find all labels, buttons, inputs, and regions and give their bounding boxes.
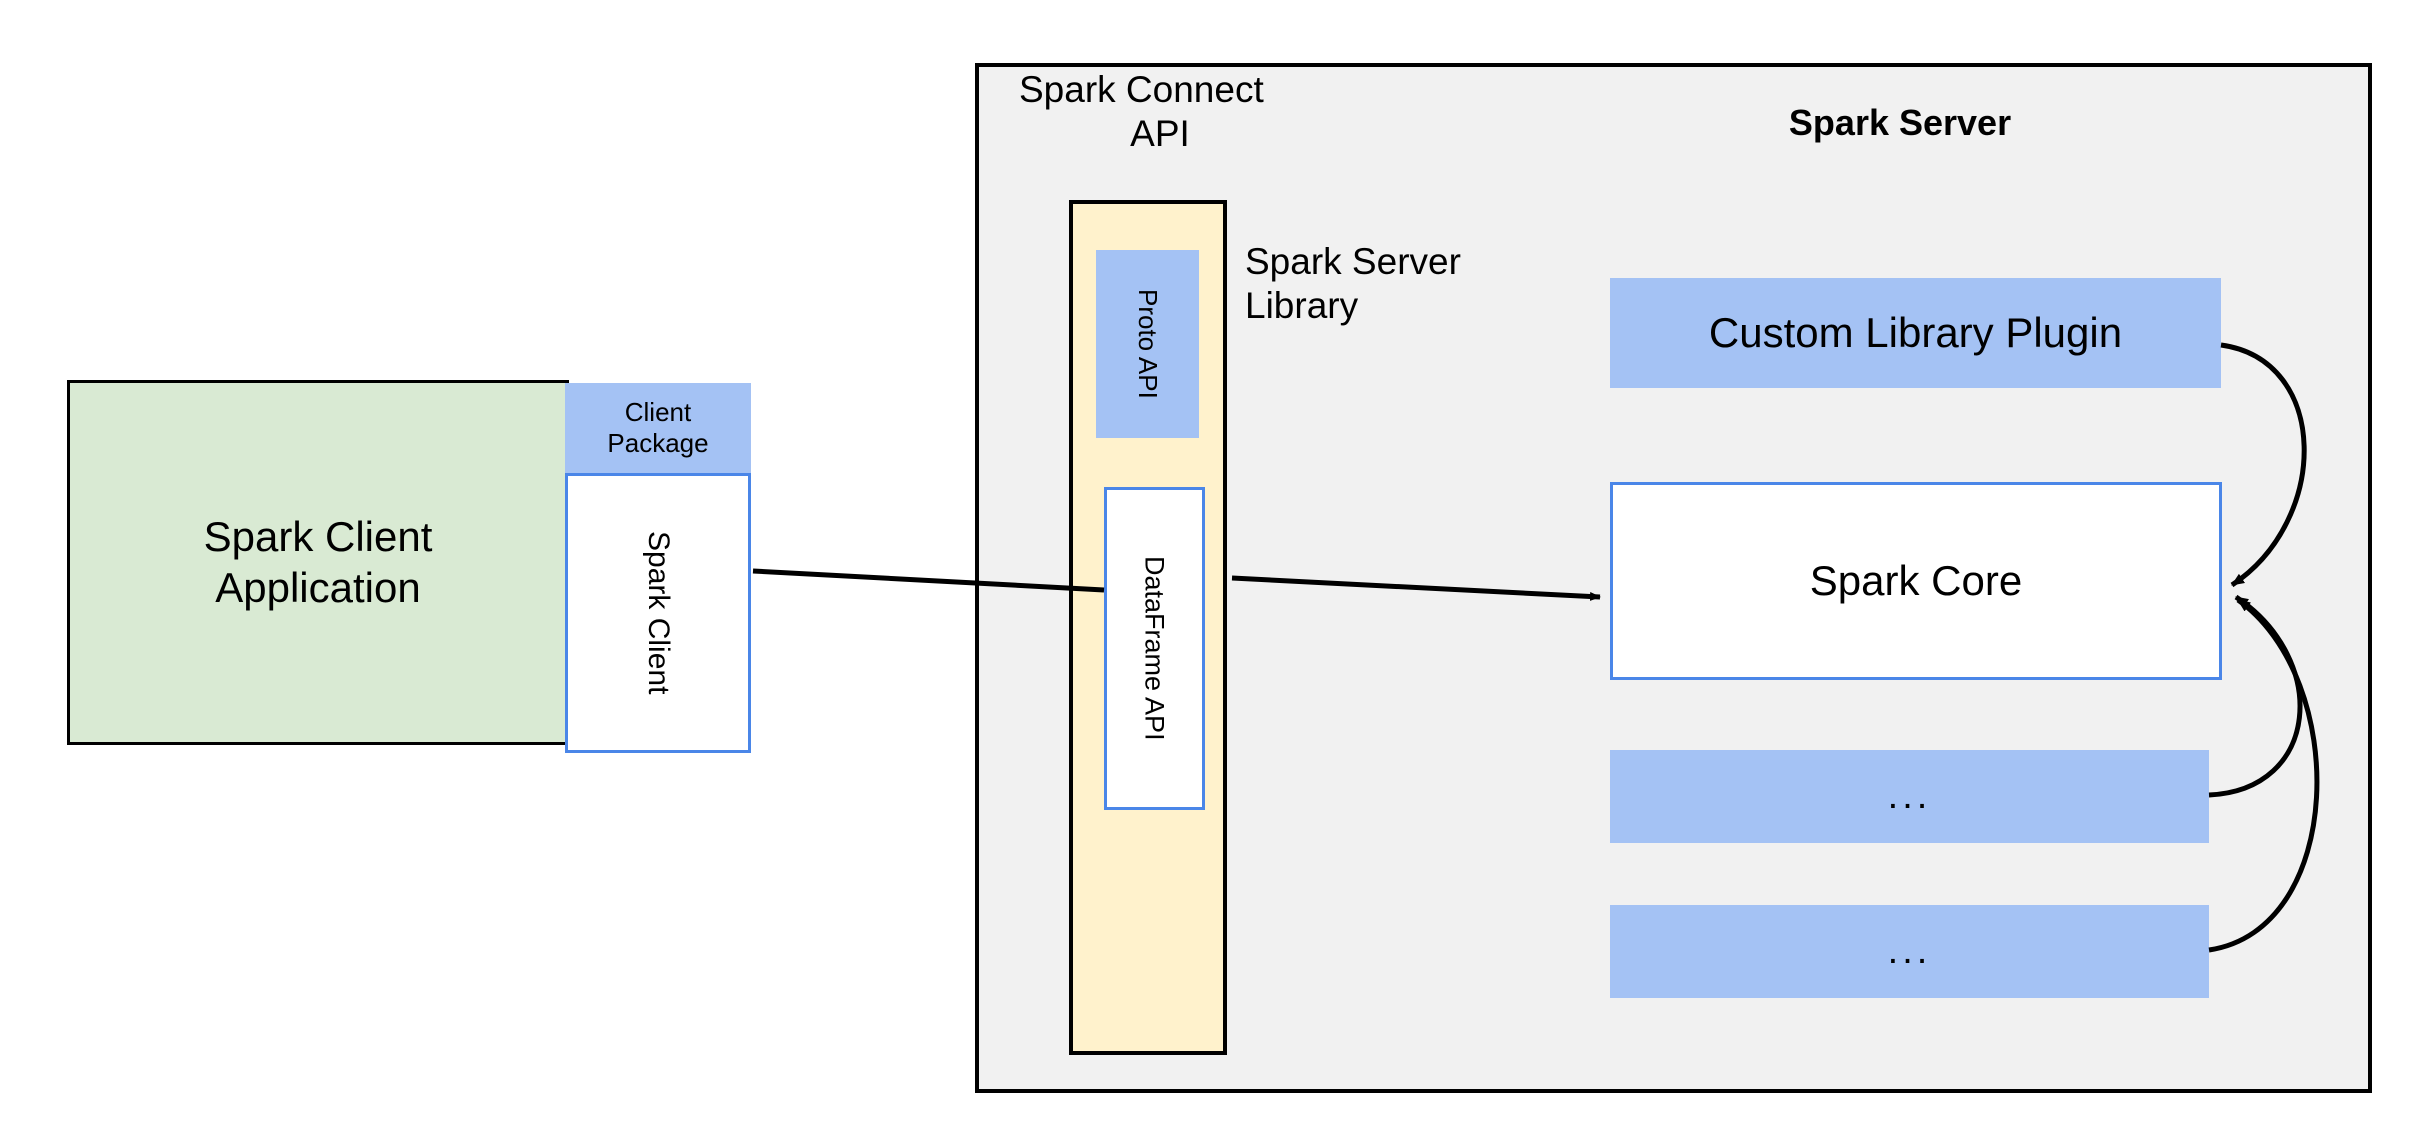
spark-server-title: Spark Server xyxy=(1788,102,2012,144)
spark-client-box[interactable]: Spark Client xyxy=(565,473,751,753)
custom-library-plugin-label: Custom Library Plugin xyxy=(1708,308,2123,356)
spark-core-label: Spark Core xyxy=(1809,556,2023,604)
spark-connect-api-label-line2: API xyxy=(1130,113,1190,155)
ellipsis-label-1: ... xyxy=(1887,774,1932,817)
spark-client-application-box[interactable]: Spark Client Application xyxy=(67,380,569,745)
spark-connect-api-label-line1: Spark Connect xyxy=(1019,69,1264,110)
proto-api-label: Proto API xyxy=(1133,289,1164,399)
proto-api-box[interactable]: Proto API xyxy=(1096,250,1199,438)
spark-server-library-label-line1: Spark Server xyxy=(1245,241,1461,282)
custom-library-plugin-box[interactable]: Custom Library Plugin xyxy=(1610,278,2221,388)
ellipsis-box-2[interactable]: ... xyxy=(1610,905,2209,998)
app-label-line2: Application xyxy=(215,563,421,611)
client-package-label: Client Package xyxy=(607,397,708,459)
spark-client-application-label: Spark Client Application xyxy=(204,512,433,613)
ellipsis-label-2: ... xyxy=(1887,929,1932,972)
ellipsis-box-1[interactable]: ... xyxy=(1610,750,2209,843)
dataframe-api-label: DataFrame API xyxy=(1139,556,1170,741)
client-package-label-line2: Package xyxy=(607,428,709,458)
client-package-label-line1: Client xyxy=(624,396,692,427)
client-package-box[interactable]: Client Package xyxy=(565,383,751,473)
spark-core-box[interactable]: Spark Core xyxy=(1610,482,2222,680)
spark-client-label: Spark Client xyxy=(642,531,675,695)
spark-server-library-label: Spark Server Library xyxy=(1245,240,1545,340)
spark-server-library-label-line2: Library xyxy=(1245,285,1359,327)
dataframe-api-box[interactable]: DataFrame API xyxy=(1104,487,1205,810)
spark-connect-api-label: Spark Connect API xyxy=(1005,68,1315,168)
app-label-line1: Spark Client xyxy=(203,513,433,561)
